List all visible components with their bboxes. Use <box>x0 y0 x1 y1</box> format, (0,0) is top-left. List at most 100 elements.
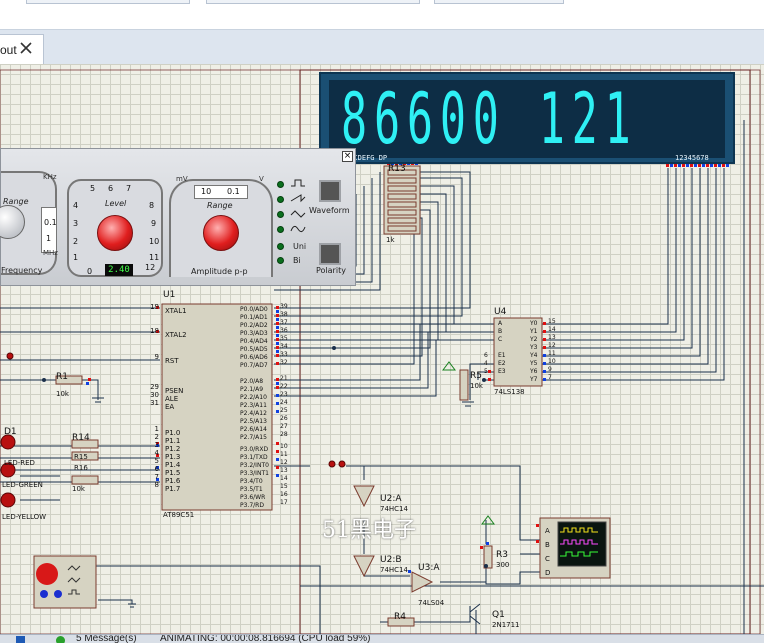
amplitude-dial[interactable] <box>203 215 239 251</box>
level-scale-2: 2 <box>73 237 79 246</box>
level-scale-4: 4 <box>73 201 79 210</box>
r16-value: 10k <box>72 485 85 493</box>
waveform-label: Waveform <box>309 206 350 215</box>
v-label: V <box>259 175 264 183</box>
r13-ref: R13 <box>388 164 406 174</box>
display-panel: 86600 121 <box>329 80 725 158</box>
waveform-led[interactable] <box>277 196 284 203</box>
seven-segment-display[interactable]: 86600 121 ABCDEFG DP 12345678 <box>319 72 735 164</box>
u1-ref: U1 <box>163 290 176 300</box>
r4-ref: R4 <box>394 612 406 622</box>
r13-value: 1k <box>386 236 395 244</box>
status-messages[interactable]: 5 Message(s) <box>76 634 137 643</box>
level-scale-10: 10 <box>149 237 160 246</box>
r1-ref: R1 <box>56 372 68 382</box>
d2-label: LED-GREEN <box>2 481 43 489</box>
waveform-led[interactable] <box>277 226 284 233</box>
q1-body <box>469 603 481 625</box>
level-label: Level <box>105 199 127 208</box>
tab-out[interactable]: out <box>0 34 44 64</box>
close-icon[interactable]: × <box>342 151 353 162</box>
waveform-led[interactable] <box>277 181 284 188</box>
u2a-part: 74HC14 <box>380 505 408 513</box>
q1-ref: Q1 <box>492 610 505 620</box>
freq-range-box[interactable]: 0.1 1 <box>41 207 57 253</box>
waveform-button[interactable] <box>319 180 341 202</box>
uni-label: Uni <box>293 242 307 251</box>
window-tabstrip <box>0 0 764 30</box>
status-animating: ANIMATING: 00:00:08.816694 (CPU load 59%… <box>160 634 371 643</box>
r3-value: 300 <box>496 561 510 569</box>
gen2-body <box>33 555 97 609</box>
amp-scale-1: 0.1 <box>227 187 240 196</box>
wires <box>0 69 764 634</box>
bi-label: Bi <box>293 256 301 265</box>
u1-body <box>161 303 273 511</box>
level-dial[interactable] <box>97 215 133 251</box>
u2a-ref: U2:A <box>380 494 402 504</box>
d3-label: LED-YELLOW <box>2 513 47 521</box>
tab-ghost <box>26 0 190 4</box>
tab-label: out <box>0 43 17 57</box>
r15-ref: R15 <box>74 453 88 461</box>
amplitude-label: Amplitude p-p <box>191 267 248 276</box>
d1-label: LED-RED <box>4 459 35 467</box>
tab-ghost <box>434 0 564 4</box>
level-scale-3: 3 <box>73 219 79 228</box>
level-scale-9: 9 <box>151 219 157 228</box>
waveform-led[interactable] <box>277 211 284 218</box>
level-readout: 2.40 <box>105 264 133 276</box>
r13-network <box>383 165 421 235</box>
freq-scale-1: 1 <box>46 234 52 243</box>
level-scale-8: 8 <box>149 201 155 210</box>
r16-ref: R16 <box>74 464 88 472</box>
level-scale-6: 6 <box>108 184 114 193</box>
bi-led[interactable] <box>277 257 284 264</box>
u4-body <box>493 317 543 387</box>
freq-range-label: Range <box>3 197 29 206</box>
freq-scale-0: 0.1 <box>44 218 57 227</box>
u3a-part: 74LS04 <box>418 599 445 607</box>
q1-part: 2N1711 <box>492 621 520 629</box>
level-scale-0: 0 <box>87 267 93 276</box>
khz-label: KHz <box>43 173 57 181</box>
uni-led[interactable] <box>277 243 284 250</box>
level-scale-11: 11 <box>149 253 160 262</box>
amp-range-label: Range <box>207 201 233 210</box>
mhz-label: MHz <box>43 249 58 257</box>
status-bar: 5 Message(s) ANIMATING: 00:00:08.816694 … <box>0 634 764 643</box>
level-scale-12: 12 <box>145 263 156 272</box>
watermark: 51黑电子 <box>322 518 416 543</box>
oscilloscope[interactable] <box>536 518 612 580</box>
d1-ref: D1 <box>4 427 17 437</box>
u4-part: 74LS138 <box>494 388 525 396</box>
level-scale-1: 1 <box>73 253 79 262</box>
display-caption-left: ABCDEFG DP <box>345 154 388 162</box>
polarity-label: Polarity <box>316 266 346 275</box>
r5-ref: R5 <box>470 371 482 381</box>
u4-ref: U4 <box>494 307 507 317</box>
r5-value: 10k <box>470 382 483 390</box>
u2b-part: 74HC14 <box>380 566 408 574</box>
u2b-ref: U2:B <box>380 555 402 565</box>
u3a-ref: U3:A <box>418 563 440 573</box>
r1-value: 10k <box>56 390 69 398</box>
stop-icon[interactable] <box>16 636 25 643</box>
display-digits: 86600 121 <box>341 78 638 160</box>
display-caption-right: 12345678 <box>675 154 709 162</box>
function-generator[interactable]: × Range KHz 0.1 1 MHz Frequency Level 5 … <box>0 148 356 286</box>
close-icon[interactable] <box>19 41 33 55</box>
polarity-button[interactable] <box>319 243 341 265</box>
amp-range-box[interactable]: 10 0.1 <box>194 185 248 199</box>
level-scale-7: 7 <box>126 184 132 193</box>
level-scale-5: 5 <box>90 184 96 193</box>
